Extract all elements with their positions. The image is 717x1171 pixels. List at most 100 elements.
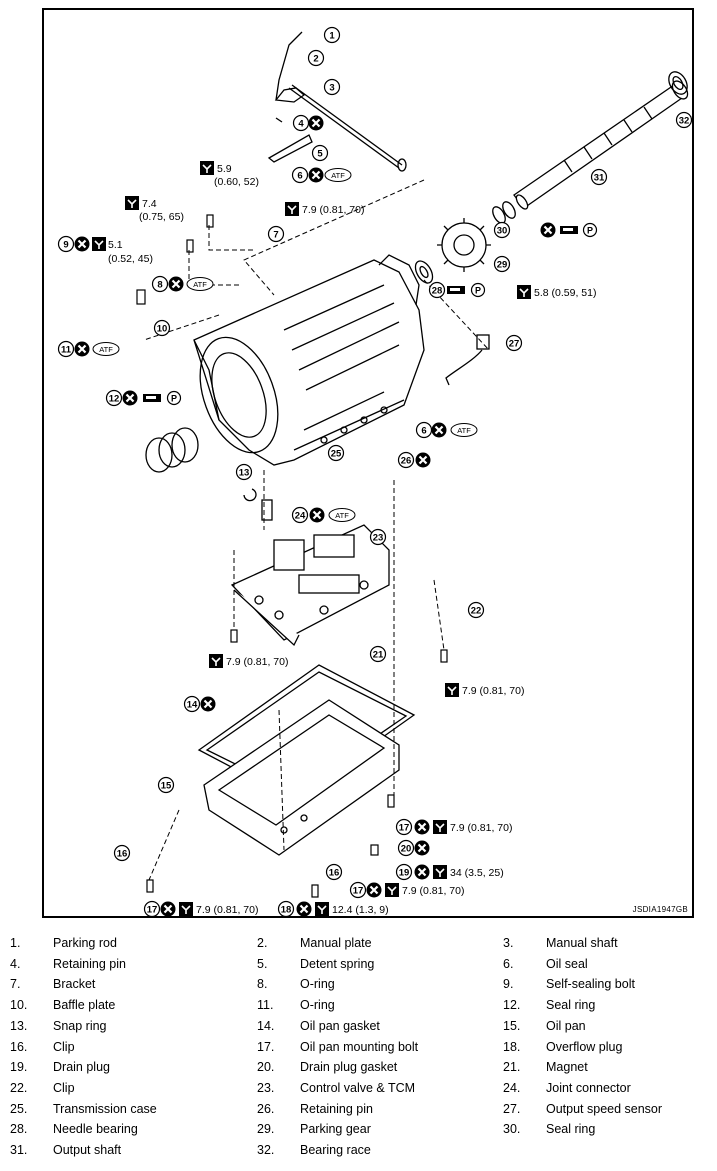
legend-number: 8. <box>257 977 268 992</box>
torque-spec: (0.75, 65) <box>139 211 184 223</box>
legend-number: 24. <box>503 1080 521 1095</box>
callout-number: 7 <box>273 230 278 241</box>
torque-spec: 5.8 (0.59, 51) <box>534 287 596 299</box>
torque-wrench-icon <box>516 284 532 300</box>
callout-1: 1 <box>323 26 341 44</box>
callout-16: 16 <box>325 863 343 881</box>
callout-6: 6 <box>415 421 433 439</box>
svg-text:6: 6 <box>421 426 426 437</box>
manual-shaft-assembly-drawing <box>267 31 407 172</box>
legend-part-name: Output speed sensor <box>546 1101 663 1116</box>
callout-number: 31 <box>594 173 605 184</box>
legend-part-name: Oil pan gasket <box>300 1018 380 1033</box>
legend-part-name: Magnet <box>546 1060 588 1075</box>
callout-number: 5 <box>317 149 323 160</box>
callout-number: 10 <box>157 324 168 335</box>
x-circle-icon <box>73 340 91 358</box>
legend-number: 31. <box>10 1143 28 1157</box>
legend-number: 16. <box>10 1039 28 1054</box>
callout-25: 25 <box>327 444 345 462</box>
torque-spec: 7.9 (0.81, 70) <box>450 822 512 834</box>
callout-12: 12 <box>105 389 123 407</box>
torque-spec: (0.60, 52) <box>214 176 259 188</box>
callout-number: 28 <box>432 286 443 297</box>
x-circle-icon <box>413 818 431 836</box>
torque-wrench-icon <box>208 653 224 669</box>
callout-number: 15 <box>161 781 172 792</box>
callout-number: 13 <box>239 468 250 479</box>
legend-number: 14. <box>257 1018 275 1033</box>
torque-wrench-icon <box>91 236 107 252</box>
x-circle-icon <box>413 839 431 857</box>
torque-wrench-icon <box>432 864 448 880</box>
svg-text:17: 17 <box>147 905 158 916</box>
x-circle-icon <box>414 451 432 469</box>
callout-10: 10 <box>153 319 171 337</box>
callout-20: 20 <box>397 839 415 857</box>
callout-number: 14 <box>187 700 198 711</box>
legend-number: 29. <box>257 1122 275 1137</box>
legend-part-name: Retaining pin <box>300 1101 373 1116</box>
legend-part-name: Clip <box>53 1039 75 1054</box>
legend-number: 25. <box>10 1101 28 1116</box>
legend-part-name: Transmission case <box>53 1101 157 1116</box>
petroleum-jelly-icon: P <box>582 222 598 238</box>
callout-number: 32 <box>679 116 690 127</box>
x-circle-icon <box>159 900 177 916</box>
callout-24: 24 <box>291 506 309 524</box>
x-circle-icon <box>307 166 325 184</box>
callout-number: 22 <box>471 606 482 617</box>
callout-number: 29 <box>497 260 508 271</box>
torque-spec: 7.9 (0.81, 70) <box>302 204 364 216</box>
x-circle-icon <box>199 695 217 713</box>
callout-number: 11 <box>61 345 72 356</box>
joint-connector-drawing <box>243 488 273 521</box>
legend-number: 23. <box>257 1080 275 1095</box>
x-circle-icon <box>121 389 139 407</box>
grease-icon <box>447 286 465 294</box>
legend-part-name: Parking gear <box>300 1122 371 1137</box>
callout-number: 21 <box>373 650 384 661</box>
svg-text:ATF: ATF <box>335 511 349 520</box>
legend-number: 22. <box>10 1080 28 1095</box>
x-circle-icon <box>413 863 431 881</box>
legend-part-name: Detent spring <box>300 956 375 971</box>
callout-21: 21 <box>369 645 387 663</box>
callout-16: 16 <box>113 844 131 862</box>
x-circle-icon <box>307 114 325 132</box>
legend-part-name: Self-sealing bolt <box>546 977 635 992</box>
callout-number: 23 <box>373 533 384 544</box>
svg-text:P: P <box>171 394 177 404</box>
callout-number: 9 <box>63 240 68 251</box>
callout-19: 19 <box>395 863 413 881</box>
callout-number: 4 <box>298 119 304 130</box>
callout-number: 25 <box>331 449 342 460</box>
legend-number: 27. <box>503 1101 521 1116</box>
callout-11: 11 <box>57 340 75 358</box>
callout-32: 32 <box>675 111 692 129</box>
x-circle-icon <box>308 506 326 524</box>
callout-2: 2 <box>307 49 325 67</box>
legend-number: 5. <box>257 956 268 971</box>
callout-22: 22 <box>467 601 485 619</box>
legend-number: 17. <box>257 1039 275 1054</box>
atf-icon: ATF <box>324 168 352 182</box>
legend-number: 12. <box>503 998 521 1013</box>
callout-17: 17 <box>349 881 367 899</box>
legend-number: 2. <box>257 936 268 950</box>
callout-number: 17 <box>399 823 410 834</box>
grease-icon <box>143 394 161 402</box>
callout-27: 27 <box>505 334 523 352</box>
svg-text:16: 16 <box>329 868 340 879</box>
torque-wrench-icon <box>178 901 194 916</box>
callout-4: 4 <box>292 114 310 132</box>
callout-number: 6 <box>297 171 302 182</box>
legend-number: 11. <box>257 998 274 1013</box>
diagram-drawing: 1234567891011121314151617181920212223242… <box>57 26 692 916</box>
svg-text:ATF: ATF <box>99 345 113 354</box>
legend-part-name: Oil pan mounting bolt <box>300 1039 419 1054</box>
leader-lines <box>143 179 490 881</box>
x-circle-icon <box>167 275 185 293</box>
callout-17: 17 <box>395 818 413 836</box>
